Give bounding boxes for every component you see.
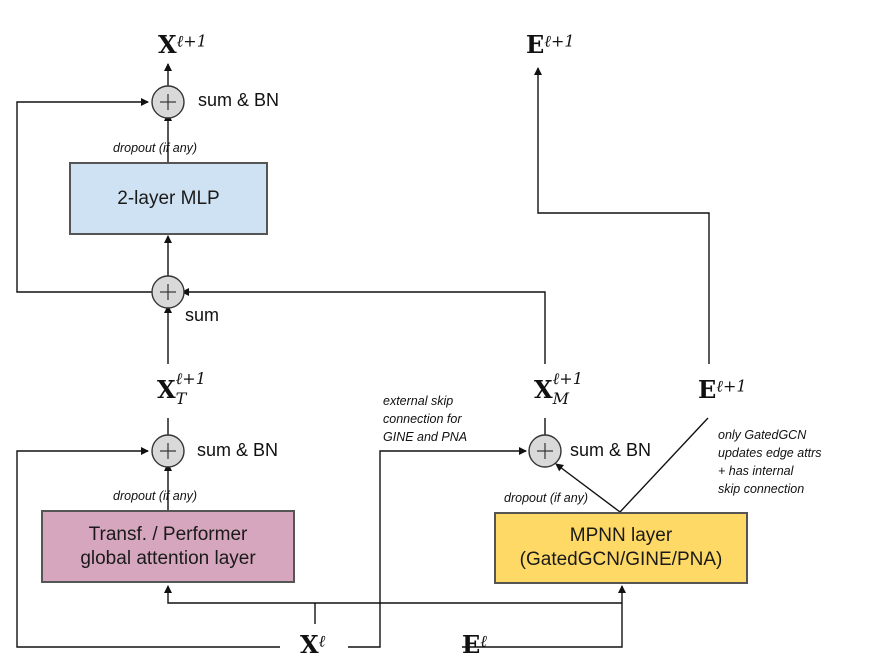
- external-skip-note-line: external skip: [383, 394, 454, 408]
- attention-block-label-line2: global attention layer: [80, 547, 256, 569]
- attention-block: Transf. / Performer global attention lay…: [41, 510, 295, 583]
- gatedgcn-note-line: only GatedGCN: [718, 428, 807, 442]
- e-in-label: Eℓ: [462, 630, 487, 659]
- sum-node-attention: [151, 434, 185, 468]
- gatedgcn-note: only GatedGCN updates edge attrs + has i…: [718, 426, 822, 498]
- mpnn-block-label-line1: MPNN layer: [569, 525, 673, 546]
- attention-skip-connection: [16, 447, 280, 648]
- gatedgcn-note-line: skip connection: [718, 482, 805, 496]
- x-out-label: Xℓ+1: [158, 30, 207, 59]
- arrow-e-mid-to-e-out: [534, 67, 710, 364]
- sum-bn-label-attention: sum & BN: [197, 440, 279, 460]
- external-skip-note-line: GINE and PNA: [383, 430, 468, 444]
- mpnn-block: MPNN layer (GatedGCN/GINE/PNA): [494, 512, 748, 584]
- external-skip-connection: [348, 447, 527, 648]
- dropout-label-mpnn: dropout (if any): [504, 491, 589, 505]
- mlp-block: 2-layer MLP: [69, 162, 268, 235]
- arrow-x-to-attention: [164, 585, 622, 604]
- mpnn-block-label-line2: (GatedGCN/GINE/PNA): [519, 549, 723, 570]
- external-skip-note-line: connection for: [383, 412, 462, 426]
- e-mid-label: Eℓ+1: [698, 375, 747, 404]
- sum-node-mpnn: [528, 434, 562, 468]
- external-skip-note: external skip connection for GINE and PN…: [383, 392, 467, 446]
- sum-label-middle: sum: [185, 305, 220, 325]
- arrow-e-to-mpnn: [462, 585, 626, 648]
- sum-node-top: [151, 85, 185, 119]
- gatedgcn-note-line: + has internal: [718, 464, 794, 478]
- sum-bn-label-top: sum & BN: [198, 90, 280, 110]
- x-in-label: Xℓ: [300, 630, 326, 659]
- line-mpnn-to-e-mid: [619, 417, 709, 513]
- mlp-block-label: 2-layer MLP: [117, 187, 220, 209]
- dropout-label-top: dropout (if any): [113, 141, 198, 155]
- sum-node-middle: [151, 275, 185, 309]
- dropout-label-attention: dropout (if any): [113, 489, 198, 503]
- sum-bn-label-mpnn: sum & BN: [570, 440, 652, 460]
- arrow-xm-to-mid-sum: [181, 288, 546, 364]
- arrow-mpnn-to-sum: [555, 463, 621, 513]
- e-out-label: Eℓ+1: [526, 30, 575, 59]
- gatedgcn-note-line: updates edge attrs: [718, 446, 822, 460]
- attention-block-label-line1: Transf. / Performer: [88, 523, 248, 545]
- mlp-skip-connection: [16, 98, 168, 293]
